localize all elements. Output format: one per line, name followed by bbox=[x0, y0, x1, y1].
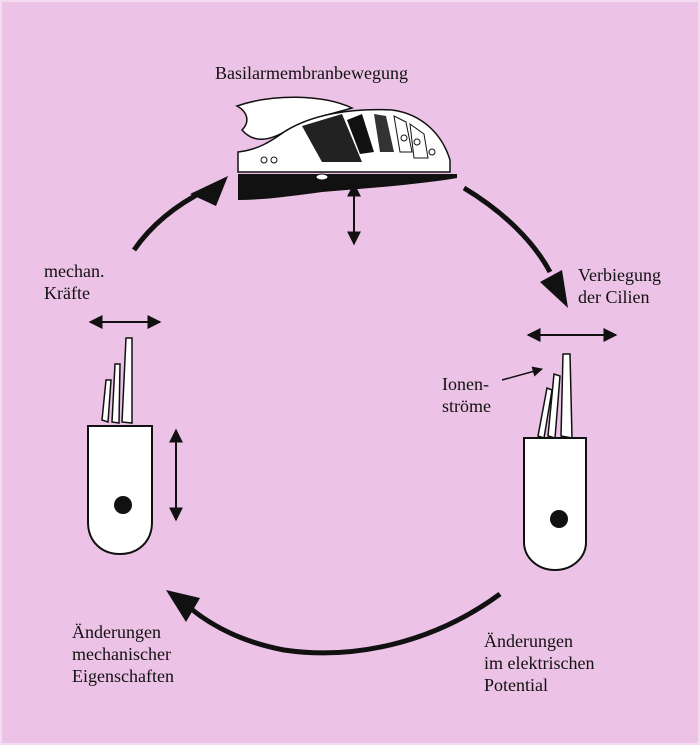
label-cilia-bending: Verbiegung der Cilien bbox=[578, 265, 661, 307]
cycle-arrows bbox=[131, 185, 553, 656]
cochlea-illustration bbox=[235, 96, 457, 200]
label-electrical-potential-changes: Änderungen im elektrischen Potential bbox=[484, 631, 595, 695]
arrowhead-top-right bbox=[540, 270, 568, 308]
right-hair-cell bbox=[523, 353, 587, 572]
arrow-top-right bbox=[462, 185, 553, 274]
label-ion-currents: Ionen- ströme bbox=[442, 374, 491, 416]
left-hair-cell bbox=[87, 337, 153, 556]
label-mechanical-property-changes: Änderungen mechanischer Eigenschaften bbox=[72, 622, 174, 686]
arrowhead-bottom bbox=[166, 590, 200, 622]
label-mechanical-forces: mechan. Kräfte bbox=[44, 261, 105, 303]
arrowhead-top-left bbox=[190, 176, 228, 206]
label-basilar-membrane-movement: Basilarmembranbewegung bbox=[215, 63, 408, 83]
ion-pointer-arrow bbox=[501, 366, 544, 381]
arrow-bottom bbox=[188, 591, 502, 656]
arrow-top-left bbox=[131, 187, 208, 252]
